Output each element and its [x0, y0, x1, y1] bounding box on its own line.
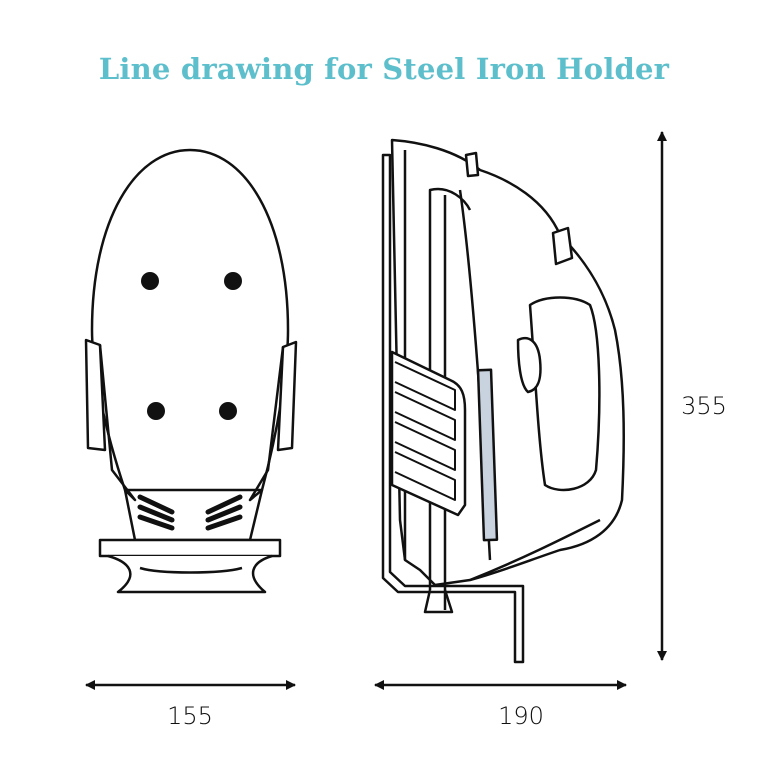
hole: [147, 402, 165, 420]
front-width-label: 155: [167, 702, 213, 730]
wall-bracket: [381, 153, 525, 664]
steam-button: [551, 226, 574, 266]
diagram-title: Line drawing for Steel Iron Holder: [98, 52, 670, 86]
base-plate: [98, 538, 282, 558]
left-arm: [98, 344, 137, 502]
front-view: [84, 148, 298, 594]
hole: [224, 272, 242, 290]
hole: [219, 402, 237, 420]
holder-slots: [394, 361, 456, 501]
height-label: 355: [681, 392, 727, 420]
iron-soleplate-outline: [90, 148, 290, 492]
right-arm: [248, 346, 285, 502]
dimension-lines: [85, 131, 667, 690]
temperature-dial: [516, 336, 542, 394]
left-wing: [84, 338, 107, 452]
base-foot: [107, 554, 273, 594]
handle-grip: [528, 296, 601, 492]
spray-nozzle: [464, 151, 480, 178]
side-width-label: 190: [498, 702, 544, 730]
holder-clip-plate: [390, 350, 467, 517]
right-wing: [276, 340, 298, 452]
water-window: [476, 368, 499, 542]
hole: [141, 272, 159, 290]
side-view: [381, 138, 625, 664]
soleplate-edge: [469, 518, 601, 582]
right-vents: [205, 494, 243, 531]
left-vents: [137, 494, 175, 531]
